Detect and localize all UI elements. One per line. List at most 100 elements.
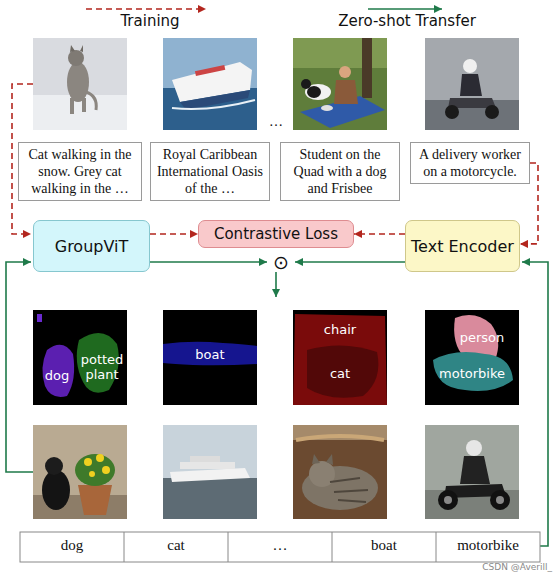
photo-motorbike (425, 425, 519, 519)
photo-cat-chair (293, 425, 387, 519)
photo-motorbike-part (460, 456, 490, 484)
legend-label: Zero-shot Transfer (322, 13, 492, 30)
photo-dog-plant-part (102, 466, 110, 474)
connector-arrow (150, 233, 198, 235)
class-label: person (445, 330, 519, 345)
photo-student-dog-part (334, 80, 358, 104)
photo-dog-plant-part (84, 458, 92, 466)
photo-student-dog-part (321, 105, 333, 111)
mask-regions-part (293, 314, 387, 405)
class-label: potted plant (77, 352, 127, 382)
photo-motorbike-part (438, 490, 458, 510)
mask-regions (425, 310, 519, 405)
photo-ship-2-part (180, 462, 235, 469)
photo-dog-plant-part (33, 425, 127, 519)
node-text: Royal Caribbean International Oasis of t… (155, 146, 265, 197)
class-table-part (332, 532, 333, 562)
segment-mask: boat (163, 310, 257, 405)
photo-delivery-worker (425, 38, 519, 130)
class-label: chair (293, 322, 387, 337)
class-table-part (228, 532, 229, 562)
photo-motorbike-part (425, 425, 519, 519)
photo-cat-snow (33, 38, 127, 130)
segment-mask: dogpotted plant (33, 310, 127, 405)
photo-delivery-worker-part (445, 105, 459, 119)
photo-cat-chair-part (296, 436, 384, 440)
node-text: ⊙ (273, 253, 289, 271)
dot-product-symbol: ⊙ (267, 253, 295, 271)
photo-dog-plant-part (78, 485, 112, 515)
transfer-arrow (368, 9, 442, 10)
loss-box: Contrastive Loss (198, 220, 354, 248)
training-arrow (86, 9, 206, 10)
transfer-path-output-part (275, 272, 277, 297)
photo-cat-chair-part (309, 461, 335, 487)
node-text: GroupViT (55, 237, 129, 256)
photo-ship-2-part (163, 425, 257, 519)
photo-cat-snow-part (86, 92, 96, 110)
node-text: Text Encoder (411, 237, 514, 256)
class-label: cat (293, 366, 387, 381)
table-cell: boat (332, 537, 436, 554)
photo-ship-2 (163, 425, 257, 519)
caption-box: Student on the Quad with a dog and Frisb… (280, 142, 400, 201)
photo-cat-chair-part (293, 440, 387, 519)
photo-dog-plant-part (75, 454, 115, 486)
table-cell: motorbike (436, 537, 540, 554)
transfer-path-classes (522, 262, 548, 546)
node-text: Contrastive Loss (214, 225, 338, 243)
connector-arrow (354, 233, 405, 235)
photo-cat-chair-part (312, 454, 333, 465)
segment-mask: chair cat (293, 310, 387, 405)
photo-student-dog-part (293, 38, 387, 130)
class-table-part (20, 532, 540, 562)
text-encoder-box: Text Encoder (405, 220, 520, 272)
caption-box: Cat walking in the snow. Grey cat walkin… (18, 142, 142, 201)
photo-cat-snow-part (67, 62, 89, 102)
photo-dog-plant-part (96, 454, 104, 462)
photo-delivery-worker-part (463, 59, 477, 73)
mask-regions-part (37, 314, 42, 322)
class-table-part (436, 532, 437, 562)
ellipsis: … (261, 114, 291, 129)
photo-motorbike-part (444, 496, 452, 504)
photo-delivery-worker-part (485, 105, 499, 119)
training-arrow-part (86, 8, 206, 10)
photo-motorbike-part (466, 440, 482, 456)
transfer-path-output (276, 272, 277, 297)
image-encoder-box: GroupViT (33, 220, 150, 272)
class-label: motorbike (425, 366, 519, 381)
photo-cat-chair-part (293, 425, 387, 519)
watermark: CSDN @Averill_ (440, 563, 552, 573)
photo-student-dog-part (293, 38, 387, 68)
photo-motorbike-part (490, 490, 510, 510)
class-label: boat (163, 347, 257, 362)
photo-cat-snow-part (82, 98, 86, 112)
photo-cat-chair-part (330, 478, 368, 502)
photo-ship-part (172, 100, 255, 109)
table-cell: dog (20, 537, 124, 554)
photo-dog-plant-part (42, 470, 70, 510)
transfer-path-classes-part (522, 262, 548, 546)
photo-cat-snow-part (33, 38, 127, 130)
legend-label: Training (100, 13, 200, 30)
connector-arrow (150, 261, 267, 263)
transfer-path-image (6, 262, 33, 472)
photo-ship (163, 38, 257, 130)
photo-cat-snow-part (68, 50, 84, 66)
segment-mask: person motorbike (425, 310, 519, 405)
class-label: dog (37, 368, 77, 383)
table-cell: cat (124, 537, 228, 554)
photo-delivery-worker-part (425, 38, 519, 130)
table-cell: … (228, 537, 332, 554)
node-text: A delivery worker on a motorcycle. (415, 146, 525, 180)
photo-ship-2-part (190, 456, 220, 462)
node-text: Student on the Quad with a dog and Frisb… (285, 146, 395, 197)
class-table (20, 532, 540, 562)
photo-ship-part (163, 38, 257, 130)
mask-regions-part (293, 310, 387, 405)
connector-arrow (295, 261, 405, 263)
photo-dog-plant (33, 425, 127, 519)
